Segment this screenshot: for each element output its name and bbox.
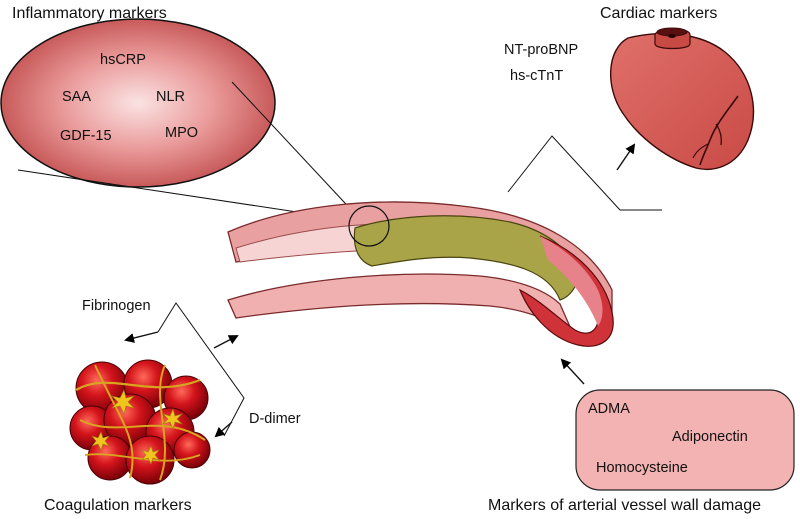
marker-adiponectin: Adiponectin [672, 429, 748, 445]
marker-ddimer: D-dimer [249, 411, 301, 427]
marker-nlr: NLR [156, 89, 185, 105]
vessel-wall-title: Markers of arterial vessel wall damage [488, 497, 761, 514]
marker-hscrp: hsCRP [100, 52, 146, 68]
marker-homocysteine: Homocysteine [596, 460, 688, 476]
vessel-wall-box [575, 389, 795, 491]
coagulation-group: Coagulation markers Fibrinogen D-dimer [44, 298, 301, 514]
blood-clot-icon [69, 359, 211, 485]
cardiac-title: Cardiac markers [600, 5, 717, 22]
arrow-to-vessel-wall [560, 358, 585, 385]
marker-adma: ADMA [588, 401, 630, 417]
marker-mpo: MPO [165, 125, 198, 141]
cardiac-connector-line [507, 135, 662, 211]
marker-gdf15: GDF-15 [60, 128, 112, 144]
marker-saa: SAA [62, 89, 91, 105]
inflammatory-group: Inflammatory markers hsCRP SAA NLR GDF-1… [0, 5, 373, 233]
coagulation-connector-line [157, 302, 245, 437]
inflammatory-title: Inflammatory markers [12, 5, 167, 22]
inflammatory-ellipse [0, 18, 276, 188]
cardiac-group: Cardiac markers NT-proBNP hs-cTnT [504, 5, 755, 211]
marker-ntprobnp: NT-proBNP [504, 42, 578, 58]
vessel-end-inner [540, 236, 603, 326]
marker-fibrinogen: Fibrinogen [82, 298, 151, 314]
arrow-to-heart [616, 143, 636, 171]
vessel-wall-group: ADMA Adiponectin Homocysteine Markers of… [488, 358, 795, 514]
arrow-to-clot [214, 421, 233, 438]
vessel-lower-wall [227, 273, 579, 346]
marker-hsctnt: hs-cTnT [510, 68, 563, 84]
arrow-to-fibrinogen [124, 331, 159, 343]
coagulation-title: Coagulation markers [44, 497, 192, 514]
heart-icon [610, 27, 755, 171]
plaque [353, 215, 579, 301]
zoom-circle [348, 205, 390, 247]
arrow-to-vessel [213, 335, 239, 349]
artery-vessel [227, 201, 614, 347]
